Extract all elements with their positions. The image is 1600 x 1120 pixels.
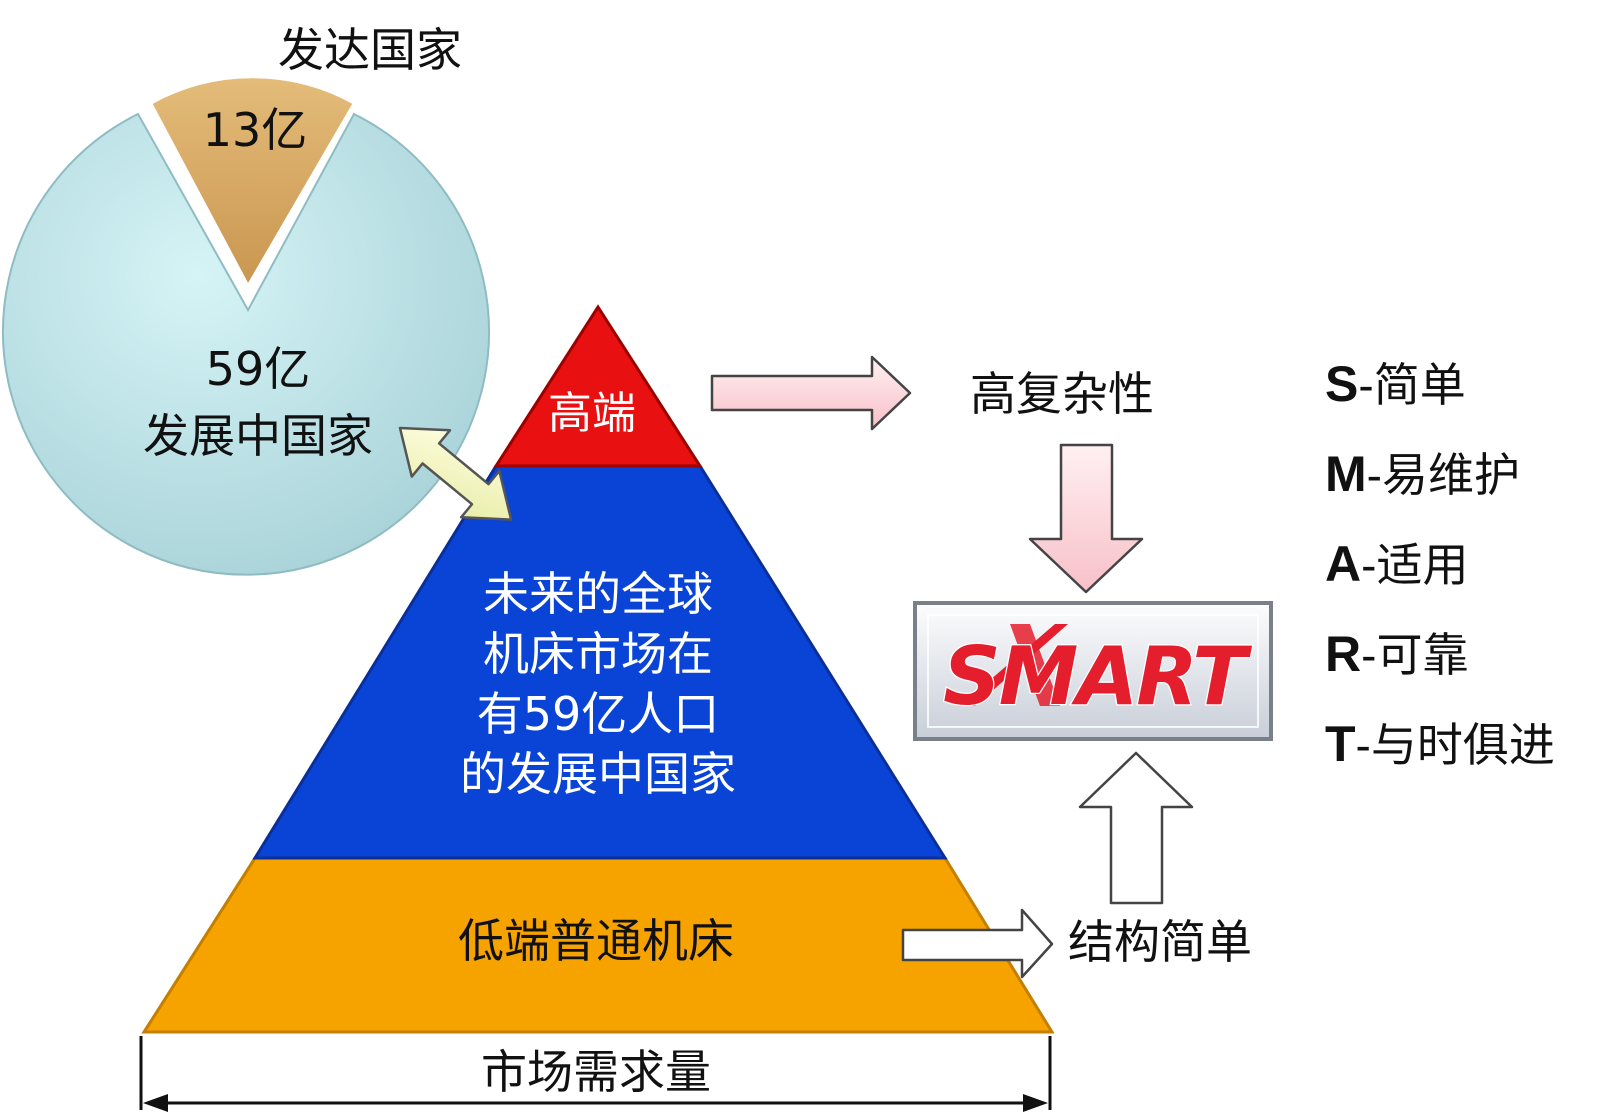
smart-item-text: 可靠 bbox=[1376, 628, 1469, 682]
simple-structure-label: 结构简单 bbox=[1068, 915, 1252, 969]
pyramid-bottom-label: 低端普通机床 bbox=[458, 914, 734, 968]
smart-item-text: 易维护 bbox=[1381, 448, 1520, 502]
smart-item-t: T-与时俱进 bbox=[1325, 716, 1555, 772]
smart-item-text: 适用 bbox=[1376, 538, 1469, 592]
high-complexity-label: 高复杂性 bbox=[970, 367, 1154, 421]
market-demand-label: 市场需求量 bbox=[481, 1045, 711, 1099]
pie-developed-value: 13亿 bbox=[203, 103, 308, 157]
pie-developing-label: 发展中国家 bbox=[143, 409, 373, 463]
smart-item-r: R-可靠 bbox=[1325, 626, 1469, 682]
smart-logo: SMART bbox=[913, 601, 1273, 741]
smart-item-m: M-易维护 bbox=[1325, 446, 1520, 502]
smart-item-letter: T bbox=[1325, 716, 1356, 772]
smart-item-a: A-适用 bbox=[1325, 536, 1469, 592]
pyramid-middle-line: 的发展中国家 bbox=[460, 747, 736, 801]
down-arrow-icon bbox=[1028, 443, 1144, 594]
smart-item-text: 与时俱进 bbox=[1370, 718, 1555, 772]
pyramid-middle-line: 机床市场在 bbox=[483, 627, 713, 681]
right-arrow-icon bbox=[710, 355, 912, 431]
market-pyramid: 高端 未来的全球 机床市场在 有59亿人口 的发展中国家 低端普通机床 bbox=[141, 304, 1055, 1034]
pie-developing-slice bbox=[2, 112, 490, 576]
pyramid-top-tier bbox=[493, 304, 703, 468]
pyramid-middle-line: 有59亿人口 bbox=[477, 687, 720, 741]
market-demand-dimension: 市场需求量 bbox=[139, 1036, 1052, 1112]
double-arrow-icon bbox=[398, 426, 513, 521]
smart-item-s: S-简单 bbox=[1325, 356, 1466, 412]
dimension-right-arrowhead bbox=[1023, 1094, 1048, 1112]
pyramid-top-label: 高端 bbox=[548, 388, 636, 439]
smart-item-letter: R bbox=[1325, 626, 1362, 682]
pie-developing-value: 59亿 bbox=[206, 342, 311, 396]
smart-logo-text: SMART bbox=[943, 630, 1252, 723]
smart-item-letter: M bbox=[1325, 446, 1367, 502]
pie-developed-slice bbox=[147, 74, 358, 292]
dimension-left-arrowhead bbox=[143, 1094, 168, 1112]
pyramid-middle-line: 未来的全球 bbox=[483, 567, 713, 621]
smart-logo-panel bbox=[913, 601, 1273, 741]
smart-item-letter: A bbox=[1325, 536, 1362, 592]
up-arrow-icon bbox=[1078, 751, 1194, 905]
pie-developed-label: 发达国家 bbox=[278, 23, 462, 77]
smart-item-letter: S bbox=[1325, 356, 1359, 412]
smart-logo-swoosh-icon bbox=[960, 624, 1068, 706]
smart-item-text: 简单 bbox=[1373, 358, 1466, 412]
smart-acronym-list: S-简单 M-易维护 A-适用 R-可靠 T-与时俱进 bbox=[1325, 355, 1555, 805]
right-arrow-icon bbox=[901, 908, 1054, 979]
population-pie: 发达国家 13亿 59亿 发展中国家 bbox=[2, 23, 490, 576]
